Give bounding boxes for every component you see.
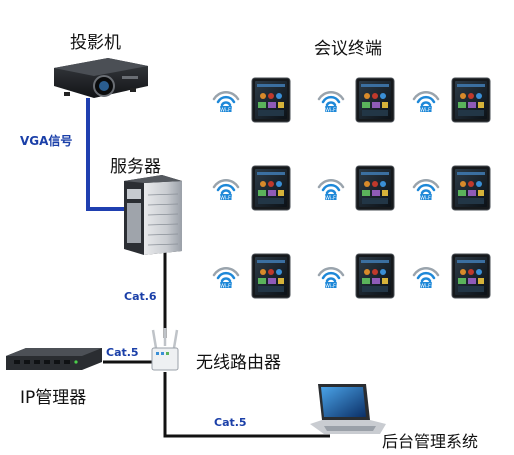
tablet-terminal-icon xyxy=(355,165,395,211)
tablet-terminal-icon xyxy=(451,165,491,211)
wifi-icon xyxy=(412,90,440,115)
tablet-terminal-icon xyxy=(251,165,291,211)
wifi-icon xyxy=(317,178,345,203)
server-label: 服务器 xyxy=(110,157,161,177)
laptop-icon xyxy=(310,384,386,434)
rack-device-icon xyxy=(6,348,102,370)
vga-signal-label: VGA信号 xyxy=(20,134,73,148)
wireless-router-icon xyxy=(151,328,179,371)
cat5-backend-line xyxy=(163,372,330,438)
wifi-icon xyxy=(317,90,345,115)
tablet-terminal-icon xyxy=(251,253,291,299)
connection-lines xyxy=(86,98,330,438)
wifi-icon xyxy=(412,266,440,291)
backend-system-label: 后台管理系统 xyxy=(382,432,479,451)
wireless-router-label: 无线路由器 xyxy=(196,353,281,373)
conference-terminals-label: 会议终端 xyxy=(314,39,382,59)
ip-manager-label: IP管理器 xyxy=(20,388,87,408)
wifi-icon xyxy=(212,266,240,291)
server-tower-icon xyxy=(124,175,182,255)
vga-cable-line xyxy=(86,98,128,211)
tablet-grid xyxy=(212,77,491,299)
cat5-left-label: Cat.5 xyxy=(106,346,139,359)
wifi-icon xyxy=(412,178,440,203)
tablet-terminal-icon xyxy=(451,253,491,299)
terminal-row-3 xyxy=(212,253,491,299)
cat6-label: Cat.6 xyxy=(124,290,157,303)
wifi-icon xyxy=(317,266,345,291)
projector-icon xyxy=(54,58,148,98)
tablet-terminal-icon xyxy=(451,77,491,123)
tablet-terminal-icon xyxy=(355,253,395,299)
projector-label: 投影机 xyxy=(70,33,121,53)
cat5-bottom-label: Cat.5 xyxy=(214,416,247,429)
wifi-icon xyxy=(212,178,240,203)
terminal-row-1 xyxy=(212,77,491,123)
tablet-terminal-icon xyxy=(355,77,395,123)
terminal-row-2 xyxy=(212,165,491,211)
tablet-terminal-icon xyxy=(251,77,291,123)
wifi-icon xyxy=(212,90,240,115)
